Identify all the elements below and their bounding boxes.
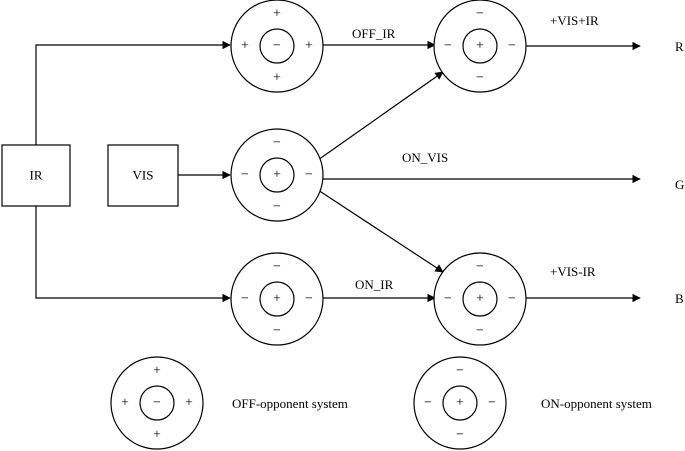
surround-sign: − [241,292,249,307]
surround-sign: + [273,7,281,22]
inner-ring [259,157,295,193]
surround-sign: − [488,396,496,411]
surround-sign: − [456,364,464,379]
center-sign: + [476,292,484,307]
on-vis-to-top-cell [317,71,444,161]
inner-ring [462,281,498,317]
surround-sign: − [476,260,484,275]
on-ir-label: ON_IR [355,277,394,292]
center-sign: − [153,396,161,411]
output-b-label: B [675,291,684,306]
vis-plus-ir-label: +VIS+IR [550,13,599,28]
inner-ring [139,385,175,421]
surround-sign: − [241,168,249,183]
ir-to-off-cell [35,40,231,145]
on-vis-label: ON_VIS [402,150,448,165]
vis-plus-ir-cell: + − − − − [433,0,527,93]
surround-sign: + [241,39,249,54]
inner-ring [259,28,295,64]
vis-box: VIS [107,144,179,207]
center-sign: + [476,39,484,54]
surround-sign: + [153,364,161,379]
surround-sign: − [444,292,452,307]
legend-off-cell: − + + + + [110,356,204,450]
surround-sign: + [273,71,281,86]
surround-sign: − [508,39,516,54]
inner-ring [442,385,478,421]
inner-ring [462,28,498,64]
legend-on-cell: + − − − − [413,356,507,450]
surround-sign: + [153,428,161,443]
on-vis-cell: + − − − − [230,128,324,222]
surround-sign: + [185,396,193,411]
receptive-cells: − + + + + + − − − − + − − − − + − − − − + − − − − − + + + + + − − − − [110,0,527,450]
center-sign: + [273,168,281,183]
ir-to-on-ir-cell [35,206,231,303]
output-g-label: G [675,177,684,192]
surround-sign: + [121,396,129,411]
surround-sign: − [476,7,484,22]
on-ir-cell: + − − − − [230,252,324,346]
vis-box-label: VIS [133,168,154,183]
vis-minus-ir-cell: + − − − − [433,252,527,346]
surround-sign: − [273,324,281,339]
off-ir-label: OFF_IR [352,26,396,41]
output-r-label: R [675,39,684,54]
inner-ring [259,281,295,317]
vis-minus-ir-label: +VIS-IR [550,264,596,279]
surround-sign: − [476,71,484,86]
center-sign: + [273,292,281,307]
surround-sign: − [273,136,281,151]
surround-sign: − [476,324,484,339]
surround-sign: − [508,292,516,307]
center-sign: − [273,39,281,54]
surround-sign: + [305,39,313,54]
surround-sign: − [273,260,281,275]
connections [35,40,641,303]
surround-sign: − [456,428,464,443]
ir-box-label: IR [30,168,43,183]
legend-off-label: OFF-opponent system [232,396,348,411]
surround-sign: − [305,168,313,183]
surround-sign: − [273,200,281,215]
ir-box: IR [1,144,71,207]
on-vis-to-bottom-cell [317,189,444,273]
surround-sign: − [444,39,452,54]
off-ir-cell: − + + + + [230,0,324,93]
legend-on-label: ON-opponent system [541,396,652,411]
surround-sign: − [305,292,313,307]
center-sign: + [456,396,464,411]
surround-sign: − [424,396,432,411]
